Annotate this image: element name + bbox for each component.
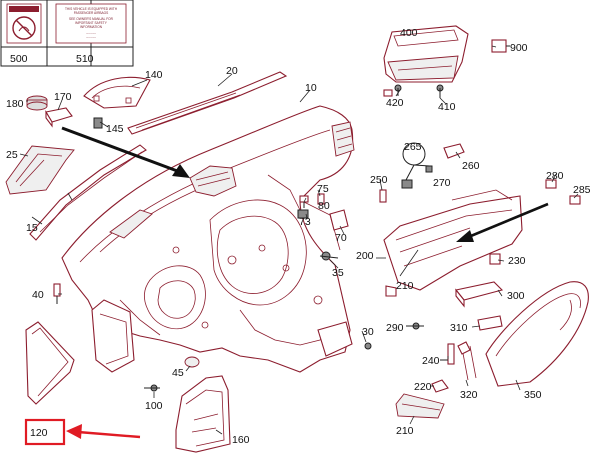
- label-510-text-4: SEE OWNER'S MANUAL FOR: [69, 17, 114, 21]
- callout-35: 35: [332, 267, 344, 279]
- callout-45: 45: [172, 367, 184, 379]
- callout-100: 100: [145, 400, 163, 412]
- callout-180: 180: [6, 98, 24, 110]
- label-panel: THIS VEHICLE IS EQUIPPED WITH PASSENGER …: [0, 0, 134, 67]
- callout-20: 20: [226, 65, 238, 77]
- callout-140: 140: [145, 69, 163, 81]
- label-510-text-2: PASSENGER AIRBAGS: [74, 11, 108, 15]
- label-510-text-8: ---------: [86, 31, 96, 35]
- callout-200: 200: [356, 250, 374, 262]
- highlight-120: [24, 418, 141, 446]
- callout-120: 120: [30, 427, 48, 439]
- callout-285: 285: [573, 184, 591, 196]
- callout-10: 10: [305, 82, 317, 94]
- callout-270: 270: [433, 177, 451, 189]
- callout-75: 75: [317, 183, 329, 195]
- callout-290: 290: [386, 322, 404, 334]
- callout-210-upper: 210: [396, 280, 414, 292]
- callout-210: 210: [396, 425, 414, 437]
- callout-250: 250: [370, 174, 388, 186]
- callout-160: 160: [232, 434, 250, 446]
- callout-25: 25: [6, 149, 18, 161]
- callout-320: 320: [460, 389, 478, 401]
- callout-80: 80: [318, 200, 330, 212]
- upper-left-parts: [5, 76, 190, 195]
- callout-170: 170: [54, 91, 72, 103]
- callout-145: 145: [106, 123, 124, 135]
- callout-240: 240: [422, 355, 440, 367]
- callout-220: 220: [414, 381, 432, 393]
- callout-230: 230: [508, 255, 526, 267]
- leader-lines: [19, 45, 579, 435]
- callout-900: 900: [510, 42, 528, 54]
- callout-265: 265: [404, 141, 422, 153]
- airbag-module-parts: [383, 25, 510, 98]
- callout-300: 300: [507, 290, 525, 302]
- label-510-text-1: THIS VEHICLE IS EQUIPPED WITH: [65, 7, 118, 11]
- callout-350: 350: [524, 389, 542, 401]
- label-510-text-6: INFORMATION: [80, 25, 103, 29]
- lower-left-parts: [25, 283, 372, 453]
- callouts: 140 20 10 180 170 145 25 400 900 420 410…: [6, 27, 591, 446]
- callout-260: 260: [462, 160, 480, 172]
- callout-400: 400: [400, 27, 418, 39]
- callout-73: 73: [299, 216, 311, 228]
- connector-parts: [379, 142, 581, 205]
- callout-310: 310: [450, 322, 468, 334]
- callout-410: 410: [438, 101, 456, 113]
- callout-30: 30: [362, 326, 374, 338]
- callout-70: 70: [335, 232, 347, 244]
- callout-280: 280: [546, 170, 564, 182]
- callout-510: 510: [76, 53, 94, 65]
- callout-500: 500: [10, 53, 28, 65]
- callout-420: 420: [386, 97, 404, 109]
- label-510-text-5: IMPORTANT SAFETY: [75, 21, 108, 25]
- callout-40: 40: [32, 289, 44, 301]
- label-510-text-9: ---------: [86, 35, 96, 39]
- dashboard-carrier: [29, 71, 355, 373]
- small-hardware: [297, 193, 349, 261]
- callout-15: 15: [26, 222, 38, 234]
- glovebox-parts: [383, 189, 589, 419]
